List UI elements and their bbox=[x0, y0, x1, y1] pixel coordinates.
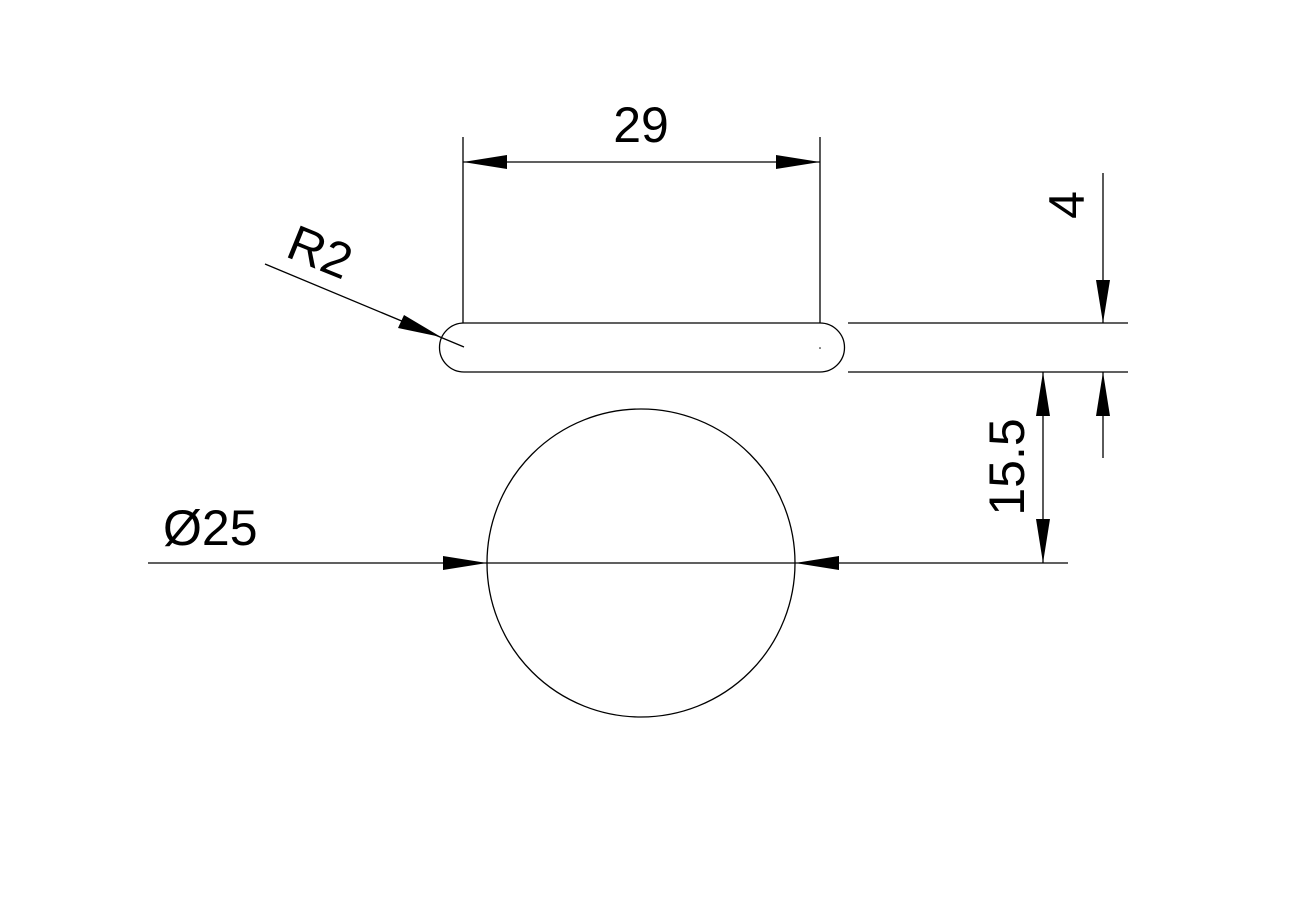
dimension-length-label: 29 bbox=[613, 97, 669, 153]
dimension-radius: R2 bbox=[264, 214, 465, 348]
dimension-offset-label: 15.5 bbox=[979, 418, 1035, 515]
part-side-profile bbox=[438, 322, 846, 373]
dimension-thickness-label: 4 bbox=[1039, 191, 1095, 219]
dimension-radius-label: R2 bbox=[280, 214, 360, 290]
dimension-offset: 15.5 bbox=[979, 372, 1050, 563]
dimension-length: 29 bbox=[462, 97, 821, 323]
dimension-diameter: Ø25 bbox=[148, 500, 1068, 570]
dimension-diameter-label: Ø25 bbox=[163, 500, 258, 556]
dimension-thickness: 4 bbox=[1039, 173, 1110, 458]
center-mark bbox=[819, 347, 821, 349]
